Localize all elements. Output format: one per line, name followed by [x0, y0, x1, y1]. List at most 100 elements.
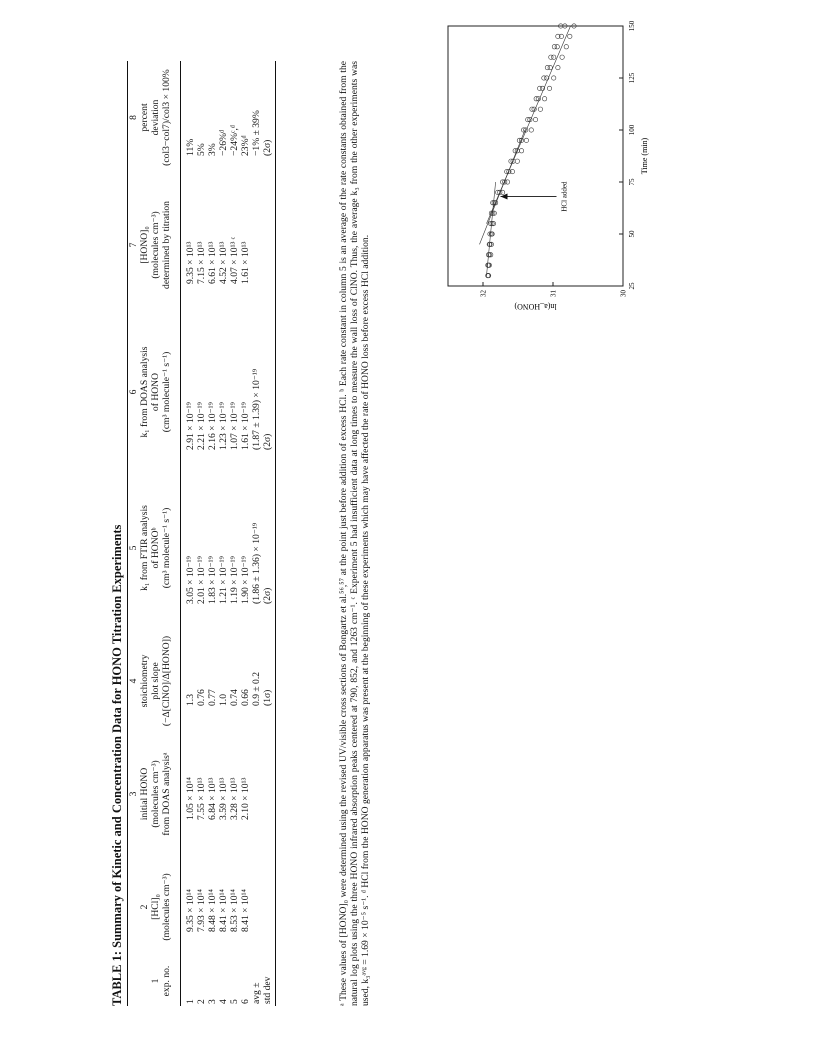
header-col4-l1: stoichiometry	[139, 654, 150, 708]
x-axis-label: Time (min)	[640, 137, 649, 174]
x-tick-label: 100	[628, 124, 636, 135]
x-tick-label: 150	[628, 20, 636, 31]
summary-label: avg ±	[251, 982, 262, 1004]
x-tick-label: 125	[628, 72, 636, 83]
table-cell: 1.0	[218, 694, 229, 706]
table-cell: 9.35 × 10¹⁴	[185, 889, 196, 932]
header-col8: 8 percent deviation (col3−col7)/col3 × 1…	[128, 55, 172, 180]
data-point	[488, 241, 494, 247]
table-cell: 4.07 × 10¹³ ᶜ	[229, 236, 240, 284]
header-col3-l3: from DOAS analysisᵃ	[161, 752, 172, 836]
table-cell: 1.07 × 10⁻¹⁹	[229, 402, 240, 450]
data-point	[508, 158, 514, 164]
annotation-label: HCl added	[561, 181, 569, 212]
data-point	[548, 54, 554, 60]
fit-line	[486, 25, 571, 224]
data-point	[488, 252, 494, 258]
header-col3-l1: initial HONO	[139, 767, 150, 821]
data-point	[544, 75, 550, 81]
header-col1-num: 1	[150, 978, 161, 984]
header-col6-l1: k₁ from DOAS analysis	[139, 346, 150, 438]
data-point	[537, 85, 543, 91]
summary-cell: −1% ± 39%	[251, 110, 262, 156]
table-page: TABLE 1: Summary of Kinetic and Concentr…	[110, 12, 430, 1012]
table-cell: −26%ᵈ	[218, 130, 229, 156]
table-cell: 2.91 × 10⁻¹⁹	[185, 402, 196, 450]
table-cell: 3%	[207, 143, 218, 156]
data-point	[491, 210, 497, 216]
table-cell: 1.3	[185, 694, 196, 706]
x-tick-label: 50	[628, 230, 636, 238]
bottom-rule	[275, 61, 276, 1006]
table-cell: 7.15 × 10¹³	[196, 241, 207, 284]
table-caption: TABLE 1: Summary of Kinetic and Concentr…	[110, 524, 124, 1006]
data-point	[544, 65, 550, 71]
data-point	[531, 106, 537, 112]
data-point	[521, 127, 527, 133]
header-col3-num: 3	[128, 791, 139, 797]
data-point	[525, 117, 531, 123]
header-col5-num: 5	[128, 545, 139, 551]
table-cell: 7.93 × 10¹⁴	[196, 889, 207, 932]
header-col5-l3: (cm³ molecule⁻¹ s⁻¹)	[161, 507, 172, 589]
summary-cell: (2σ)	[262, 433, 273, 450]
table-cell: 2.01 × 10⁻¹⁹	[196, 556, 207, 604]
column-stoichiometry: 1.3 0.76 0.77 1.0 0.74 0.66 0.9 ± 0.2 (1…	[185, 672, 273, 706]
data-point	[489, 221, 495, 227]
table-cell: 0.74	[229, 689, 240, 706]
data-point	[533, 117, 539, 123]
table-cell: 8.48 × 10¹⁴	[207, 889, 218, 932]
data-point	[558, 33, 564, 39]
data-point	[554, 44, 560, 50]
column-hono-titration: 9.35 × 10¹³ 7.15 × 10¹³ 6.61 × 10¹³ 4.52…	[185, 237, 251, 284]
table-cell: 8.41 × 10¹⁴	[218, 889, 229, 932]
table-cell: 1.19 × 10⁻¹⁹	[229, 556, 240, 604]
table-cell: 1.61 × 10¹³	[240, 241, 251, 284]
data-point	[527, 117, 533, 123]
annotation-arrow-head	[500, 193, 508, 200]
table-cell: 3	[207, 999, 218, 1004]
table-cell: 2.10 × 10¹³	[240, 777, 251, 820]
header-col3-l2: (molecules cm⁻³)	[150, 760, 161, 828]
table-cell: 1.05 × 10¹⁴	[185, 777, 196, 820]
header-col7-l2: (molecules cm⁻³)	[150, 211, 161, 279]
column-hcl: 9.35 × 10¹⁴ 7.93 × 10¹⁴ 8.48 × 10¹⁴ 8.41…	[185, 889, 251, 932]
data-point	[540, 85, 546, 91]
data-point	[495, 189, 501, 195]
table-cell: 1.23 × 10⁻¹⁹	[218, 402, 229, 450]
table-cell: 0.76	[196, 689, 207, 706]
data-point	[551, 44, 557, 50]
column-k1-doas: 2.91 × 10⁻¹⁹ 2.21 × 10⁻¹⁹ 2.16 × 10⁻¹⁹ 1…	[185, 369, 273, 450]
data-point	[489, 231, 495, 237]
summary-cell: (1.87 ± 1.39) × 10⁻¹⁹	[251, 368, 262, 450]
table-cell: 0.77	[207, 689, 218, 706]
data-point	[490, 200, 496, 206]
y-axis-label: ln(a_HONO)	[514, 302, 557, 311]
table-cell: 5	[229, 999, 240, 1004]
header-col2: 2 [HCl]₀ (molecules cm⁻³)	[139, 862, 172, 952]
header-col8-num: 8	[128, 115, 139, 120]
data-point	[523, 137, 529, 143]
header-col6: 6 k₁ from DOAS analysis of HONO (cm³ mol…	[128, 324, 172, 460]
data-point	[490, 221, 496, 227]
header-col2-l1: [HCl]₀	[150, 894, 161, 920]
table-cell: 6.61 × 10¹³	[207, 241, 218, 284]
header-col3: 3 initial HONO (molecules cm⁻³) from DOA…	[128, 744, 172, 844]
summary-cell: (2σ)	[262, 139, 273, 156]
table-cell: 2	[196, 999, 207, 1004]
header-col2-l2: (molecules cm⁻³)	[161, 873, 172, 941]
header-col7-l3: determined by titration	[161, 201, 172, 289]
data-point	[551, 54, 557, 60]
table-cell: 3.59 × 10¹³	[218, 777, 229, 820]
header-col4-num: 4	[128, 678, 139, 684]
x-tick-label: 25	[628, 282, 636, 290]
table-cell: 7.55 × 10¹³	[196, 777, 207, 820]
table-footnote: ᵃ These values of [HONO]₀ were determine…	[338, 61, 372, 1006]
data-point	[491, 200, 497, 206]
data-point	[519, 137, 525, 143]
y-tick-label: 31	[550, 290, 558, 298]
data-point	[500, 189, 506, 195]
data-point	[485, 262, 491, 268]
header-col2-num: 2	[139, 904, 150, 910]
